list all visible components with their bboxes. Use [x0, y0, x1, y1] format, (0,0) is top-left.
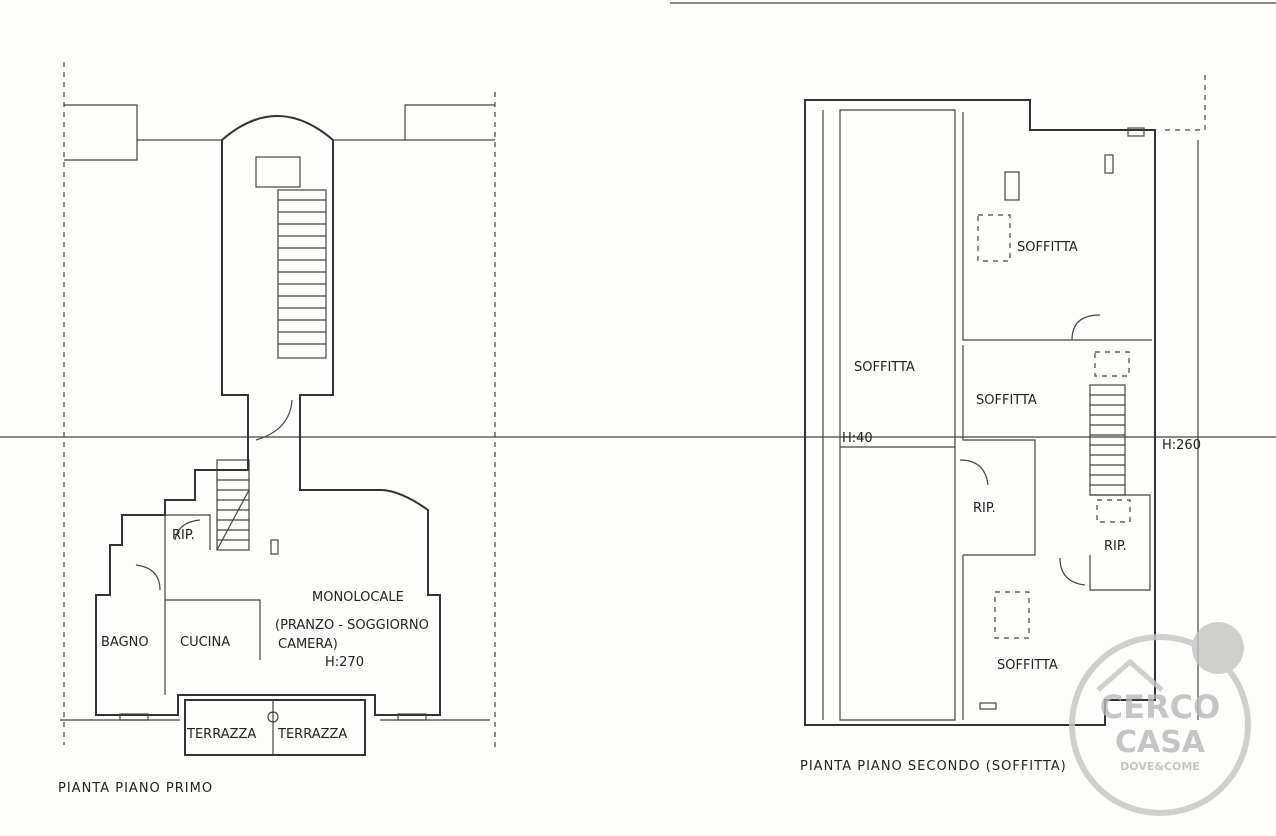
room-label-cucina: CUCINA	[180, 635, 230, 650]
height-label-left: H:40	[842, 431, 873, 446]
facade-line-left	[137, 139, 223, 200]
room-label-monolocale: MONOLOCALE	[312, 590, 404, 605]
attic-outer-wall	[804, 99, 1156, 726]
skylight-icon	[1004, 171, 1020, 201]
stairwell-wall-right	[299, 140, 334, 440]
terrace-drain-icon	[267, 711, 279, 723]
door-swing-top	[1071, 314, 1101, 341]
room-label-rip: RIP.	[172, 528, 195, 543]
room-label-terrazza-right: TERRAZZA	[277, 727, 347, 742]
soffitta-top-partition	[962, 112, 1152, 341]
skylight-dashed-icon	[1096, 499, 1131, 523]
room-height-monolocale: H:270	[325, 655, 364, 670]
watermark-line3: DOVE&COME	[1120, 760, 1200, 773]
watermark-ring	[1069, 634, 1251, 816]
window-icon	[979, 702, 997, 710]
kitchen-partition	[164, 515, 261, 660]
rip-right-partition	[1089, 494, 1151, 591]
room-label-soffitta-top: SOFFITTA	[1017, 240, 1078, 255]
door-swing-rip	[959, 459, 989, 486]
first-floor-plan: MONOLOCALE (PRANZO - SOGGIORNO CAMERA) H…	[58, 62, 496, 796]
second-floor-plan: SOFFITTA SOFFITTA SOFFITTA SOFFITTA RIP.…	[800, 75, 1206, 774]
column-marker	[270, 539, 279, 555]
property-boundary-top-right	[1160, 75, 1206, 131]
stairwell-wall-left	[221, 140, 249, 440]
window-icon	[1127, 127, 1145, 137]
house-roof-icon	[1096, 658, 1164, 692]
neighbour-outline-left	[64, 104, 138, 161]
second-floor-caption: PIANTA PIANO SECONDO (SOFFITTA)	[800, 759, 1067, 774]
watermark-dot-icon	[1192, 622, 1244, 674]
watermark-line2: CASA	[1115, 725, 1206, 760]
internal-stair-steps	[217, 469, 249, 541]
stairwell-curved-wall	[221, 115, 334, 141]
skylight-dashed-icon	[977, 214, 1011, 262]
watermark-logo: CERCO CASA DOVE&COME	[1069, 622, 1251, 816]
closet-partition	[165, 514, 211, 550]
door-swing-bottom	[1059, 557, 1086, 586]
room-label-monolocale-desc-2: CAMERA)	[278, 637, 338, 652]
soffitta-left-room	[839, 109, 956, 721]
room-label-terrazza-left: TERRAZZA	[186, 727, 256, 742]
terraces	[184, 699, 366, 756]
door-swing-bathroom	[135, 564, 161, 591]
room-label-rip-right: RIP.	[1104, 539, 1127, 554]
attic-staircase	[1089, 384, 1126, 496]
room-label-soffitta-bottom: SOFFITTA	[997, 658, 1058, 673]
room-label-soffitta-left: SOFFITTA	[854, 360, 915, 375]
first-floor-caption: PIANTA PIANO PRIMO	[58, 781, 213, 796]
staircase-flight	[277, 189, 327, 359]
facade-line-right	[332, 139, 405, 200]
skylight-icon	[1104, 154, 1114, 174]
room-label-bagno: BAGNO	[101, 635, 149, 650]
room-label-soffitta-middle: SOFFITTA	[976, 393, 1037, 408]
attic-staircase-steps	[1090, 394, 1125, 486]
neighbour-outline-right	[404, 104, 495, 141]
room-label-rip-left: RIP.	[973, 501, 996, 516]
door-swing-closet	[174, 519, 201, 541]
soffitta-middle-partition	[962, 345, 1036, 556]
height-label-right: H:260	[1162, 438, 1201, 453]
internal-stair	[216, 459, 250, 551]
skylight-dashed-icon	[1094, 351, 1130, 377]
internal-stair-diagonal	[216, 489, 250, 551]
stairwell-landing	[255, 156, 301, 188]
staircase-steps	[278, 199, 326, 345]
watermark-line1: CERCO	[1100, 688, 1221, 726]
apartment-outer-wall	[95, 440, 441, 716]
room-label-monolocale-desc-1: (PRANZO - SOGGIORNO	[275, 618, 429, 633]
skylight-dashed-icon	[994, 591, 1030, 639]
door-swing-entry	[255, 399, 293, 441]
